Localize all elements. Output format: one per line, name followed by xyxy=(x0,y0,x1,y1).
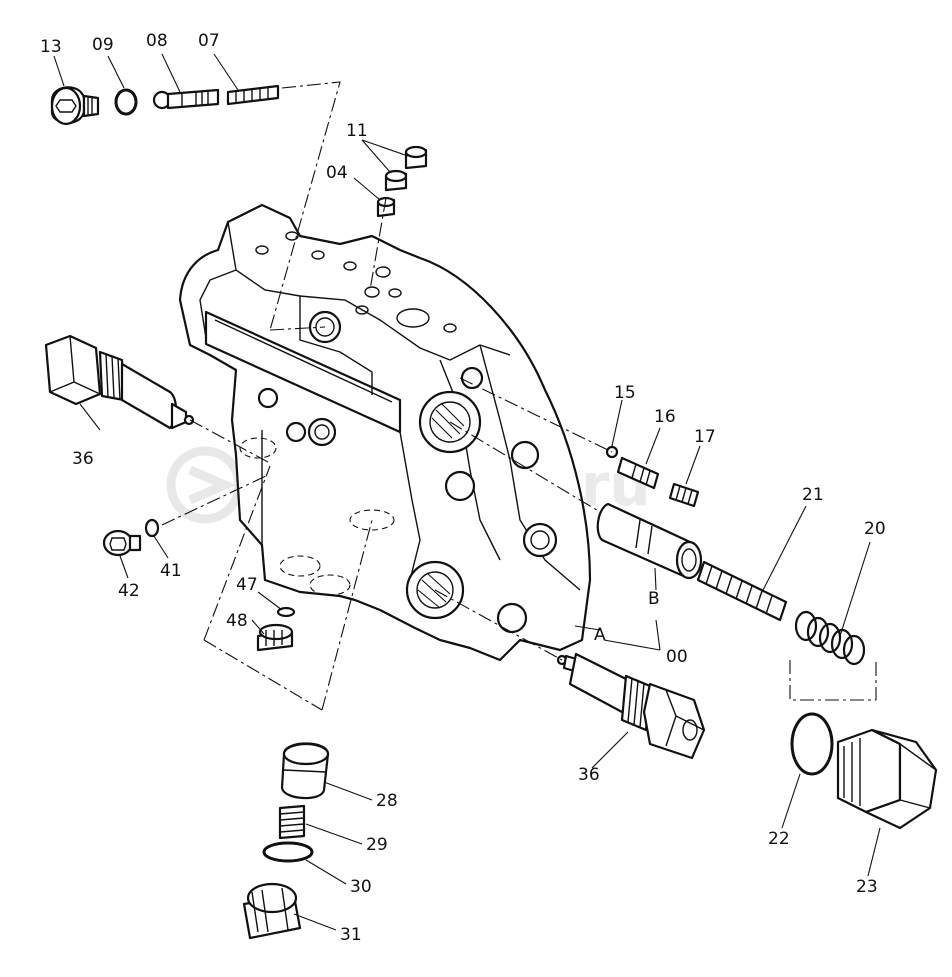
callout-08: 08 xyxy=(146,31,168,51)
o-ring-47 xyxy=(276,606,296,618)
plug-31 xyxy=(242,882,302,940)
callout-41: 41 xyxy=(160,561,182,581)
callout-28: 28 xyxy=(376,791,398,811)
spring-29 xyxy=(278,804,306,840)
leader-lines xyxy=(53,53,881,931)
spool-sleeve xyxy=(596,502,703,580)
callout-A: A xyxy=(594,625,606,645)
callout-16: 16 xyxy=(654,407,676,427)
spring-07 xyxy=(226,84,280,106)
o-ring-41 xyxy=(144,518,160,538)
o-ring-22 xyxy=(790,712,834,776)
callout-11: 11 xyxy=(346,121,368,141)
callout-48: 48 xyxy=(226,611,248,631)
callout-B: B xyxy=(648,589,660,609)
plug-11-lower xyxy=(384,169,408,192)
plug-42 xyxy=(102,529,142,557)
plunger-08 xyxy=(152,88,220,110)
spring-20 xyxy=(794,610,866,666)
piston-16 xyxy=(616,456,660,490)
callout-13: 13 xyxy=(40,37,62,57)
callout-42: 42 xyxy=(118,581,140,601)
callout-17: 17 xyxy=(694,427,716,447)
callout-15: 15 xyxy=(614,383,636,403)
callout-00: 00 xyxy=(666,647,688,667)
plug-13 xyxy=(50,86,100,126)
plug-11-upper xyxy=(404,145,428,170)
relief-valve-36-bottom xyxy=(556,652,706,760)
callout-36-bottom: 36 xyxy=(578,765,600,785)
o-ring-30 xyxy=(262,841,314,863)
valve-body xyxy=(178,203,592,662)
cap-28 xyxy=(280,742,330,800)
spring-21 xyxy=(696,560,788,622)
callout-36-left: 36 xyxy=(72,449,94,469)
plug-48 xyxy=(256,623,294,652)
o-ring-09 xyxy=(114,88,138,116)
callout-04: 04 xyxy=(326,163,348,183)
callout-29: 29 xyxy=(366,835,388,855)
callout-21: 21 xyxy=(802,485,824,505)
callout-labels: 13 09 08 07 11 04 36 15 16 17 21 20 42 4… xyxy=(40,31,886,945)
callout-31: 31 xyxy=(340,925,362,945)
callout-20: 20 xyxy=(864,519,886,539)
hex-plug-23 xyxy=(836,728,938,830)
plug-17 xyxy=(668,482,700,508)
callout-47: 47 xyxy=(236,575,258,595)
callout-23: 23 xyxy=(856,877,878,897)
assembly-lines xyxy=(161,81,877,711)
callout-07: 07 xyxy=(198,31,220,51)
callout-09: 09 xyxy=(92,35,114,55)
callout-30: 30 xyxy=(350,877,372,897)
relief-valve-36-left xyxy=(44,334,195,430)
callout-22: 22 xyxy=(768,829,790,849)
